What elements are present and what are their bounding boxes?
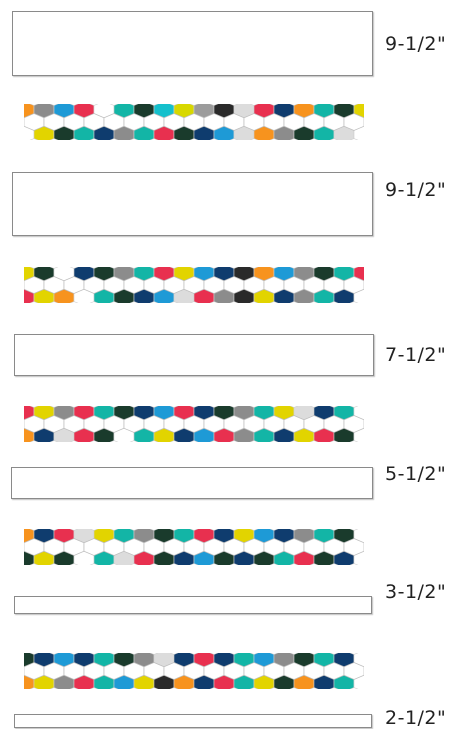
hexagon-strip-svg bbox=[18, 267, 370, 303]
strip-4 bbox=[18, 529, 370, 565]
strip-edge-mask bbox=[364, 653, 370, 689]
row-2-label: 9-1/2" bbox=[385, 179, 446, 201]
row-3-box bbox=[14, 334, 374, 376]
hexagon-strip-svg bbox=[18, 104, 370, 140]
strip-edge-mask bbox=[364, 267, 370, 303]
row-3-label: 7-1/2" bbox=[385, 344, 446, 366]
strip-edge-mask bbox=[18, 406, 24, 442]
row-4-box bbox=[11, 467, 373, 499]
strip-3 bbox=[18, 406, 370, 442]
strip-5 bbox=[18, 653, 370, 689]
strip-edge-mask bbox=[18, 104, 24, 140]
hexagon-strip-svg bbox=[18, 406, 370, 442]
row-5-label: 3-1/2" bbox=[385, 581, 446, 603]
row-6-label: 2-1/2" bbox=[385, 707, 446, 729]
strip-edge-mask bbox=[364, 104, 370, 140]
strip-1 bbox=[18, 104, 370, 140]
strip-edge-mask bbox=[364, 406, 370, 442]
strip-edge-mask bbox=[18, 653, 24, 689]
hexagon-strip-svg bbox=[18, 529, 370, 565]
row-6-box bbox=[14, 714, 372, 728]
row-5-box bbox=[14, 596, 372, 614]
strip-edge-mask bbox=[18, 267, 24, 303]
row-2-box bbox=[12, 172, 373, 236]
hexagon-strip-svg bbox=[18, 653, 370, 689]
row-1-box bbox=[12, 11, 373, 76]
strip-2 bbox=[18, 267, 370, 303]
strip-edge-mask bbox=[18, 529, 24, 565]
strip-edge-mask bbox=[364, 529, 370, 565]
row-1-label: 9-1/2" bbox=[385, 33, 446, 55]
row-4-label: 5-1/2" bbox=[385, 463, 446, 485]
